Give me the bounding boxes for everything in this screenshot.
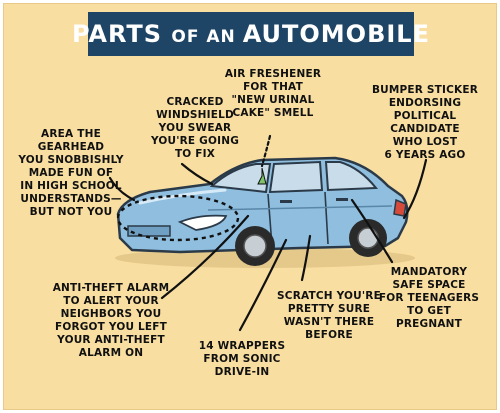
title: PARTS OF AN AUTOMOBILE [72, 20, 430, 48]
rear-side-window [324, 161, 379, 192]
rear-door-seam [324, 191, 329, 245]
front-grille [127, 225, 171, 237]
title-banner: PARTS OF AN AUTOMOBILE [72, 12, 429, 56]
front-wheel [235, 226, 275, 266]
pointer-scratch [300, 234, 312, 282]
front-side-window [268, 160, 324, 194]
headlight [177, 214, 228, 231]
pointer-wrappers [238, 238, 288, 332]
pointer-windshield [180, 162, 214, 186]
body-line [207, 205, 393, 211]
label-air-freshener: AIR FRESHENER FOR THAT "NEW URINAL CAKE"… [224, 68, 322, 119]
pointer-alarm [160, 214, 250, 300]
label-bumper-sticker: BUMPER STICKER ENDORSING POLITICAL CANDI… [371, 84, 479, 161]
pointer-sticker [402, 158, 428, 220]
pointer-engine [108, 176, 136, 202]
front-door-handle [280, 200, 292, 203]
label-scratch: SCRATCH YOU'RE PRETTY SURE WASN'T THERE … [277, 290, 381, 341]
air-freshener [257, 167, 267, 185]
rear-door-handle [336, 198, 348, 201]
hood-highlight [138, 188, 227, 205]
label-engine-area: AREA THE GEARHEAD YOU SNOBBISHLY MADE FU… [18, 128, 124, 218]
engine-area-outline [116, 194, 240, 242]
pointer-freshener [260, 134, 272, 168]
windshield [209, 163, 272, 194]
pointer-backseat [350, 198, 394, 264]
label-anti-theft-alarm: ANTI-THEFT ALARM TO ALERT YOUR NEIGHBORS… [52, 282, 170, 359]
label-cracked-windshield: CRACKED WINDSHIELD YOU SWEAR YOU'RE GOIN… [150, 96, 240, 160]
label-wrappers: 14 WRAPPERS FROM SONIC DRIVE-IN [198, 340, 286, 378]
label-safe-space: MANDATORY SAFE SPACE FOR TEENAGERS TO GE… [378, 266, 480, 330]
